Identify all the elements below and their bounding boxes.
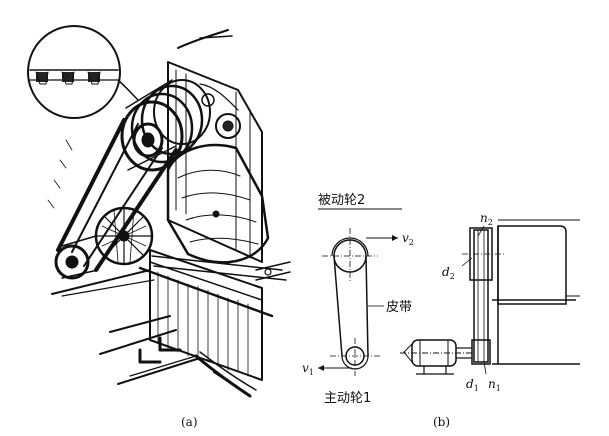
fan-wheel [94, 206, 154, 266]
d1-label: d1 [466, 377, 479, 393]
belt-label: 皮带 [386, 300, 412, 315]
driven-pulley-2 [322, 228, 378, 282]
v2-arrowhead [392, 235, 398, 241]
n2-leader-line [477, 225, 485, 237]
motor-bearings [400, 339, 472, 375]
n1-label: n1 [488, 377, 501, 393]
driven-pulley-label: 被动轮2 [318, 193, 365, 208]
driving-pulley-1 [330, 338, 380, 376]
upper-pulley [120, 79, 211, 172]
belt-drive-schematic [318, 208, 580, 376]
driving-pulley-label: 主动轮1 [324, 391, 371, 406]
d2-label: d2 [442, 265, 455, 281]
lower-pulley [54, 235, 99, 280]
motor-housing [166, 143, 270, 264]
n1-leader-line [483, 361, 487, 375]
panel-b-caption: (b) [433, 415, 450, 429]
machine-illustration [27, 25, 291, 398]
v1-label: v1 [302, 361, 314, 377]
n2-label: n2 [480, 211, 493, 227]
belt-section-magnifier [27, 25, 139, 119]
machine-back-panel [167, 61, 263, 263]
side-pulley-stack [462, 227, 506, 365]
d2-leader-line [461, 257, 473, 267]
machine-bed [138, 249, 287, 381]
machine-drum [492, 219, 580, 365]
v1-arrowhead [318, 365, 324, 371]
v2-label: v2 [402, 231, 414, 247]
panel-a-caption: (a) [181, 415, 198, 429]
rails [51, 261, 291, 398]
